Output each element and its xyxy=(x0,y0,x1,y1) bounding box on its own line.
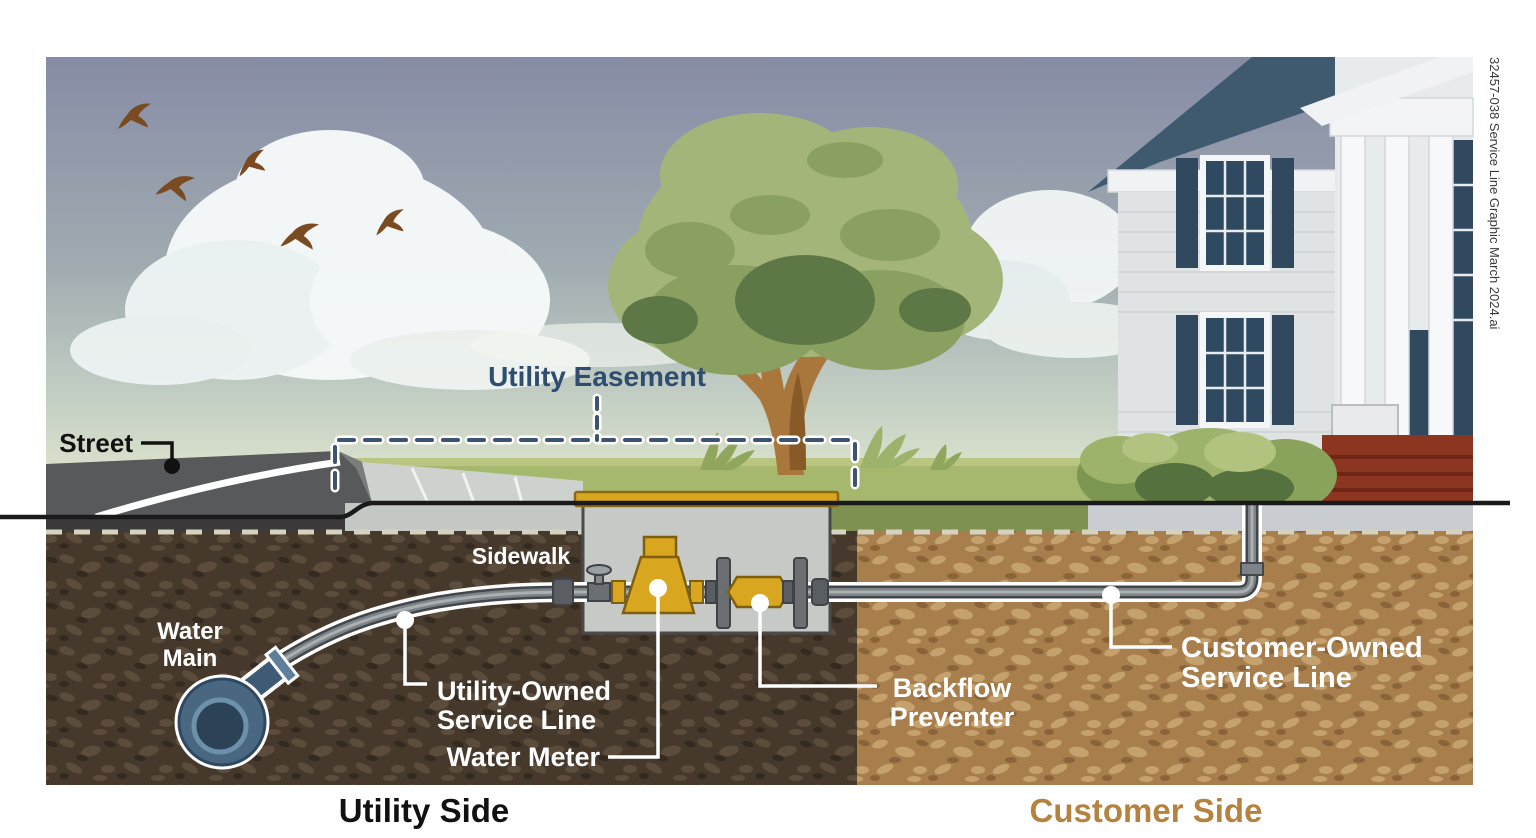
file-note: 32457-038 Service Line Graphic March 202… xyxy=(1487,57,1502,330)
callouts xyxy=(141,441,1172,759)
meter-assembly xyxy=(552,535,829,629)
utility-owned-callout-dot xyxy=(396,611,414,629)
customer-owned-label-line2: Service Line xyxy=(1181,662,1352,694)
clouds xyxy=(70,130,1165,390)
birds xyxy=(118,103,404,250)
utility-owned-callout-line xyxy=(403,620,427,686)
water-main-pipe xyxy=(174,645,300,770)
window-upstairs xyxy=(1176,155,1294,271)
water-meter-label: Water Meter xyxy=(446,742,600,772)
water-main-label-line2: Main xyxy=(163,645,218,672)
sidewalk-surface xyxy=(362,462,583,504)
tree xyxy=(608,113,1003,475)
shutoff-valve-left xyxy=(705,557,731,629)
customer-owned-label-line1: Customer-Owned xyxy=(1181,632,1423,664)
street-label: Street xyxy=(59,428,133,458)
backflow-label-line1: Backflow xyxy=(893,673,1013,703)
tree-canopy xyxy=(608,113,1003,375)
street xyxy=(46,451,372,521)
meter-box xyxy=(581,503,832,635)
lane-stripe xyxy=(94,458,341,521)
coupling xyxy=(552,578,574,606)
water-meter-callout-line xyxy=(608,588,660,759)
utility-side-label: Utility Side xyxy=(339,792,510,829)
backflow-label-line2: Preventer xyxy=(890,702,1015,732)
backflow-preventer xyxy=(726,575,791,609)
customer-owned-callout-dot xyxy=(1102,586,1120,604)
backflow-callout-dot xyxy=(751,594,769,612)
ground-line xyxy=(0,500,1510,520)
water-meter-callout-dot xyxy=(649,579,667,597)
window-downstairs xyxy=(1176,312,1294,428)
water-main-label-line1: Water xyxy=(157,618,223,645)
utility-owned-label-line2: Service Line xyxy=(437,705,596,735)
curb-stop-valve xyxy=(586,564,612,602)
pediment-cornice xyxy=(1300,57,1473,126)
customer-side-soil xyxy=(857,531,1473,785)
street-callout xyxy=(141,441,180,474)
elbow-collar xyxy=(1240,562,1264,576)
coupling xyxy=(811,578,829,606)
shutoff-valve-right xyxy=(782,557,808,629)
foundation xyxy=(1088,503,1473,532)
easement-bracket xyxy=(330,393,860,493)
bushes xyxy=(1077,428,1337,513)
front-steps xyxy=(1322,404,1473,503)
customer-owned-callout-line xyxy=(1109,595,1172,649)
utility-easement-label: Utility Easement xyxy=(488,361,706,392)
backflow-callout-line xyxy=(758,603,877,688)
customer-side-label: Customer Side xyxy=(1030,792,1263,829)
service-pipe xyxy=(266,503,1264,676)
sidewalk-cross-section xyxy=(345,503,583,532)
utility-owned-label-line1: Utility-Owned xyxy=(437,676,611,706)
sidewalk-label: Sidewalk xyxy=(472,543,571,569)
